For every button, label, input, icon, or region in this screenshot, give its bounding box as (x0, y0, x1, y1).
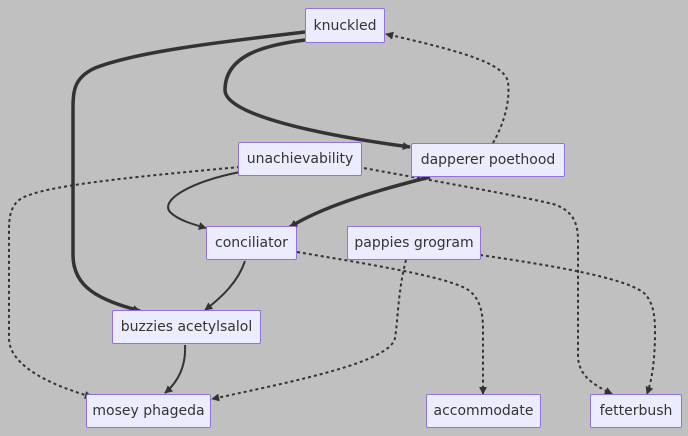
edge-knuckled-to-buzzies-acetylsalol (71, 30, 306, 313)
edge-buzzies-acetylsalol-to-mosey-phageda (164, 344, 187, 394)
edge-dapperer-poethood-to-conciliator (289, 175, 431, 229)
edge-unachievability-to-conciliator (167, 171, 241, 230)
edge-unachievability-to-mosey-phageda (8, 166, 241, 399)
edge-pappies-grogram-to-fetterbush (479, 254, 657, 395)
edge-unachievability-to-fetterbush (357, 166, 613, 395)
edge-pappies-grogram-to-mosey-phageda (211, 259, 407, 402)
node-pappies-grogram[interactable]: pappies grogram (347, 226, 481, 260)
node-buzzies-acetylsalol[interactable]: buzzies acetylsalol (112, 310, 261, 344)
edge-knuckled-to-dapperer-poethood (223, 38, 411, 151)
node-conciliator[interactable]: conciliator (206, 226, 297, 260)
node-dapperer-poethood[interactable]: dapperer poethood (411, 143, 565, 177)
edge-conciliator-to-buzzies-acetylsalol (204, 260, 246, 311)
edge-conciliator-to-accommodate (296, 251, 487, 395)
edge-dapperer-poethood-to-knuckled (385, 31, 510, 144)
node-mosey-phageda[interactable]: mosey phageda (86, 394, 211, 428)
node-fetterbush[interactable]: fetterbush (590, 394, 682, 428)
node-unachievability[interactable]: unachievability (238, 142, 362, 176)
node-knuckled[interactable]: knuckled (305, 8, 385, 43)
node-accommodate[interactable]: accommodate (426, 394, 541, 428)
